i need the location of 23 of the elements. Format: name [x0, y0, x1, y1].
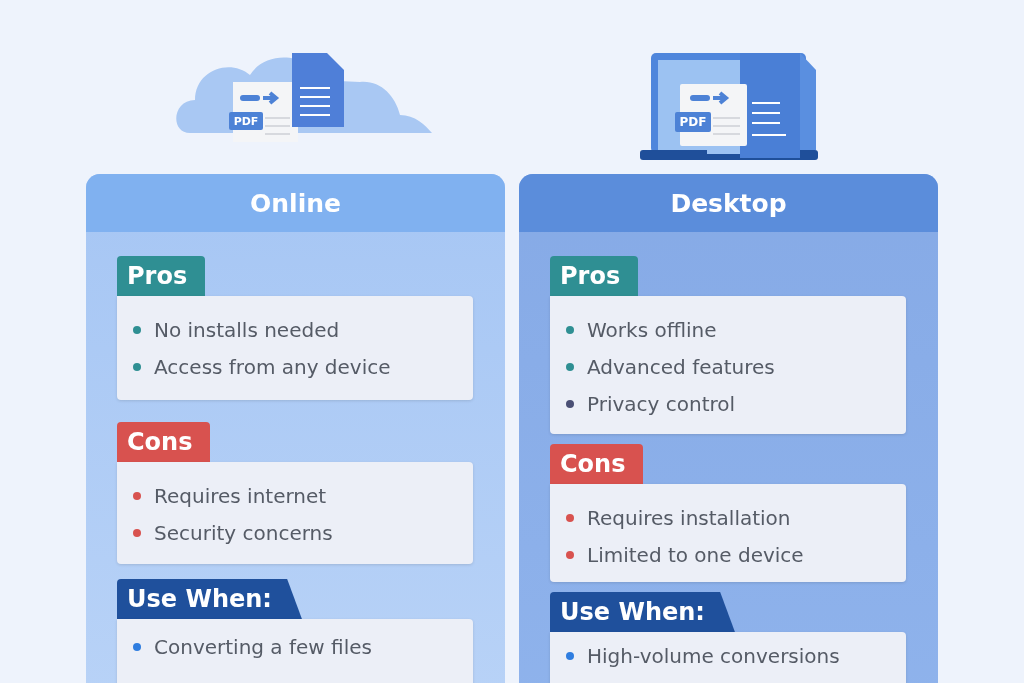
section-tag: Pros	[550, 256, 639, 296]
bullet-text: Privacy control	[587, 392, 736, 416]
bullet-text: Converting a few files	[154, 635, 372, 659]
section-tag: Cons	[117, 422, 211, 462]
section-tag: Pros	[117, 256, 206, 296]
bullet-text: Limited to one device	[587, 543, 804, 567]
file-type-label: PDF	[233, 115, 259, 128]
bullet-text: Security concerns	[154, 521, 333, 545]
bullet-text: Requires installation	[587, 506, 791, 530]
section-tag: Cons	[550, 444, 644, 484]
panel-header: Online	[86, 174, 505, 232]
comparison-panel	[519, 174, 938, 683]
bullet-text: Advanced features	[587, 355, 775, 379]
bullet-text: Requires internet	[154, 484, 327, 508]
section-tag: Use When:	[117, 579, 302, 619]
comparison-panel	[86, 174, 505, 683]
bullet-text: Works offline	[587, 318, 717, 342]
panel-header: Desktop	[519, 174, 938, 232]
file-type-label: PDF	[679, 115, 707, 129]
bullet-text: No installs needed	[154, 318, 340, 342]
bullet-text: High-volume conversions	[587, 644, 840, 668]
section-tag: Use When:	[550, 592, 735, 632]
bullet-text: Access from any device	[154, 355, 391, 379]
